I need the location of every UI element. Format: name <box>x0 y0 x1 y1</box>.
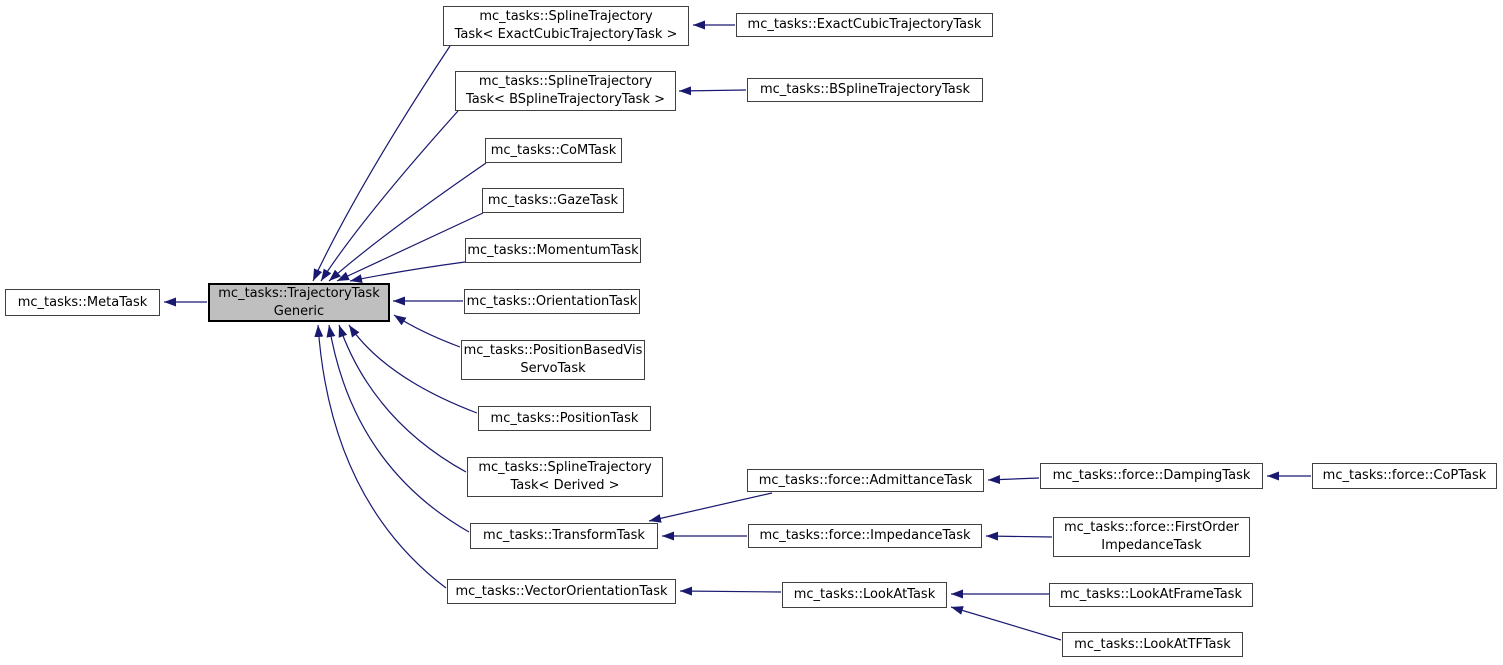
edge-com-to-trajectory_generic <box>328 162 487 282</box>
node-label: mc_tasks::GazeTask <box>487 192 619 208</box>
node-label: mc_tasks::LookAtTask <box>793 587 936 602</box>
edge-pbvs-to-trajectory_generic <box>393 314 461 348</box>
node-cop[interactable]: mc_tasks::force::CoPTask <box>1312 463 1497 489</box>
node-label: Task< ExactCubicTrajectoryTask > <box>454 27 678 42</box>
edge-momentum-to-trajectory_generic <box>349 261 466 284</box>
edge-lookat_tf-to-lookat <box>950 606 1062 641</box>
node-transform[interactable]: mc_tasks::TransformTask <box>470 523 658 549</box>
node-label: mc_tasks::PositionBasedVis <box>463 343 643 358</box>
node-label: ServoTask <box>520 361 586 376</box>
node-lookat_tf[interactable]: mc_tasks::LookAtTFTask <box>1062 632 1243 657</box>
edge-lookat-to-vector_orientation <box>679 586 782 596</box>
node-label: mc_tasks::MetaTask <box>17 294 148 310</box>
node-label: mc_tasks::OrientationTask <box>466 293 638 309</box>
node-gaze[interactable]: mc_tasks::GazeTask <box>482 188 624 213</box>
node-label: Generic <box>273 303 325 319</box>
node-label: mc_tasks::force::DampingTask <box>1052 468 1251 483</box>
node-lookat[interactable]: mc_tasks::LookAtTask <box>782 582 947 608</box>
edge-bspline-to-spline_bspline <box>678 86 747 96</box>
node-label: mc_tasks::force::ImpedanceTask <box>759 528 971 543</box>
edge-vector_orientation-to-trajectory_generic <box>314 324 447 589</box>
node-damping[interactable]: mc_tasks::force::DampingTask <box>1040 463 1263 489</box>
node-position[interactable]: mc_tasks::PositionTask <box>478 406 651 431</box>
node-label: mc_tasks::TransformTask <box>483 528 645 543</box>
edge-spline_exact-to-trajectory_generic <box>312 45 451 282</box>
node-com[interactable]: mc_tasks::CoMTask <box>485 138 622 163</box>
node-orientation[interactable]: mc_tasks::OrientationTask <box>464 289 640 314</box>
node-label: mc_tasks::ExactCubicTrajectoryTask <box>747 17 982 32</box>
node-label: mc_tasks::SplineTrajectory <box>478 74 653 89</box>
node-label: ImpedanceTask <box>1101 538 1202 553</box>
node-label: mc_tasks::force::CoPTask <box>1322 468 1487 483</box>
node-exact_cubic[interactable]: mc_tasks::ExactCubicTrajectoryTask <box>736 13 993 37</box>
node-label: mc_tasks::LookAtFrameTask <box>1060 587 1242 602</box>
node-label: mc_tasks::MomentumTask <box>467 242 639 258</box>
node-bspline[interactable]: mc_tasks::BSplineTrajectoryTask <box>747 78 983 102</box>
edge-damping-to-admittance <box>987 475 1040 485</box>
node-metatask[interactable]: mc_tasks::MetaTask <box>5 289 160 316</box>
node-admittance[interactable]: mc_tasks::force::AdmittanceTask <box>747 469 984 492</box>
node-label: mc_tasks::force::FirstOrder <box>1063 520 1239 535</box>
node-lookat_frame[interactable]: mc_tasks::LookAtFrameTask <box>1049 583 1253 607</box>
node-label: mc_tasks::SplineTrajectory <box>478 460 652 475</box>
node-label: Task< Derived > <box>510 478 620 493</box>
node-label: mc_tasks::LookAtTFTask <box>1074 636 1231 652</box>
edge-gaze-to-trajectory_generic <box>336 212 484 282</box>
node-momentum[interactable]: mc_tasks::MomentumTask <box>465 238 641 263</box>
edge-admittance-to-transform <box>648 492 773 523</box>
edge-spline_derived-to-trajectory_generic <box>338 324 467 473</box>
node-label: mc_tasks::force::AdmittanceTask <box>758 472 973 488</box>
node-label: mc_tasks::PositionTask <box>490 410 639 426</box>
edge-position-to-trajectory_generic <box>348 324 478 414</box>
node-label: mc_tasks::TrajectoryTask <box>218 285 380 301</box>
edge-transform-to-trajectory_generic <box>326 324 470 533</box>
node-label: mc_tasks::SplineTrajectory <box>479 9 653 24</box>
node-label: mc_tasks::CoMTask <box>490 142 617 158</box>
edge-firstorder_impedance-to-impedance <box>985 531 1053 541</box>
node-label: Task< BSplineTrajectoryTask > <box>465 92 665 107</box>
node-label: mc_tasks::BSplineTrajectoryTask <box>759 82 971 97</box>
edge-spline_bspline-to-trajectory_generic <box>320 110 459 282</box>
node-label: mc_tasks::VectorOrientationTask <box>455 583 668 599</box>
node-impedance[interactable]: mc_tasks::force::ImpedanceTask <box>748 524 982 548</box>
node-vector_orientation[interactable]: mc_tasks::VectorOrientationTask <box>447 579 676 604</box>
